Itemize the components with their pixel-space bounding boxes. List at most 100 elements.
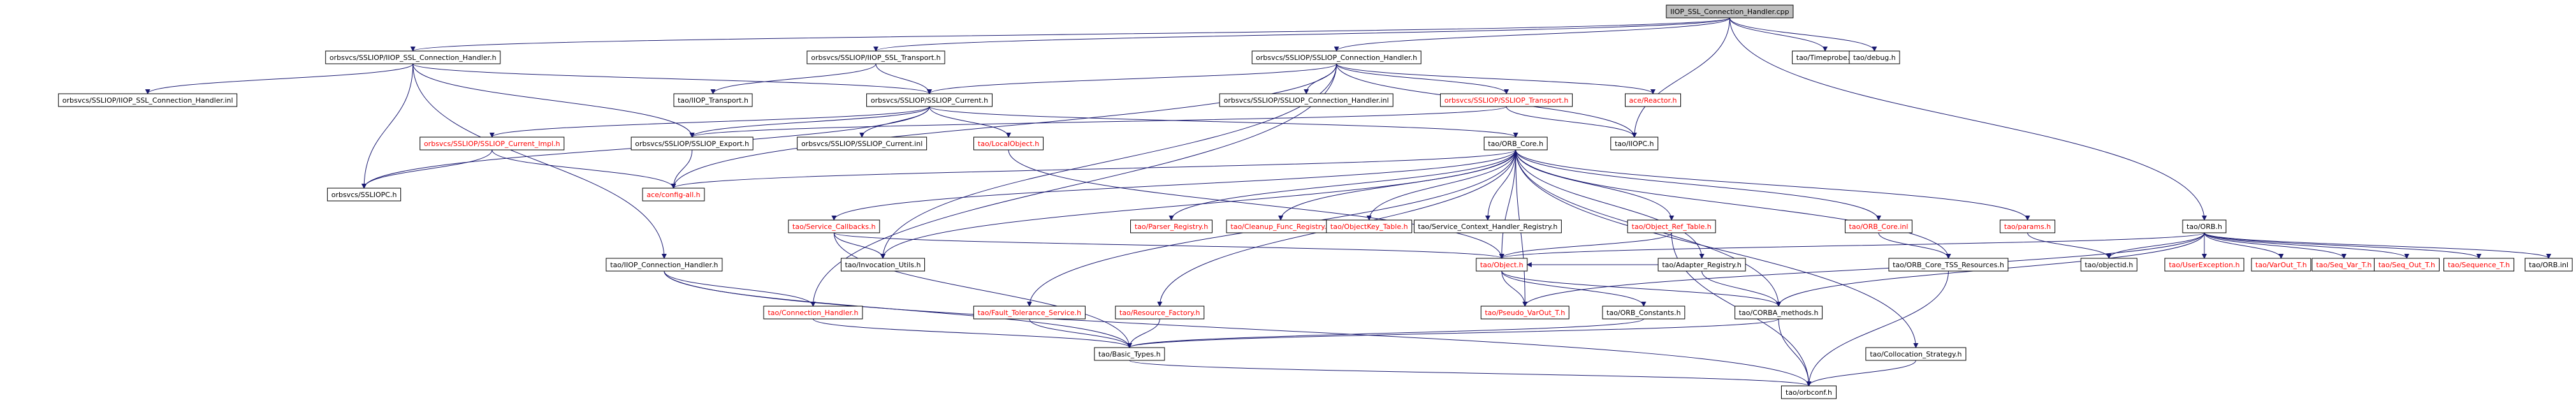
node-invocation-utils[interactable]: tao/Invocation_Utils.h: [840, 258, 925, 272]
node-label: tao/Object.h: [1480, 261, 1524, 269]
node-box: [2182, 219, 2227, 233]
node-iiopc[interactable]: tao/IIOPC.h: [1610, 136, 1659, 151]
node-varout: tao/VarOut_T.h: [2251, 258, 2311, 272]
node-label: tao/Adapter_Registry.h: [1662, 261, 1742, 269]
node-box: [973, 136, 1044, 151]
node-iiop-transport[interactable]: tao/IIOP_Transport.h: [673, 93, 753, 107]
node-orb-core[interactable]: tao/ORB_Core.h: [1483, 136, 1548, 151]
node-orb-h[interactable]: tao/ORB.h: [2182, 219, 2227, 233]
node-box: [2000, 219, 2056, 233]
node-box: [1627, 219, 1716, 233]
node-iiop-ssl-transport[interactable]: orbsvcs/SSLIOP/IIOP_SSL_Transport.h: [806, 50, 945, 64]
edge-orb_core-to-adapter_registry: [1515, 149, 1705, 259]
edge-root-to-timeprobe: [1729, 17, 1828, 52]
node-timeprobe[interactable]: tao/Timeprobe.h: [1792, 50, 1859, 64]
node-box: [325, 50, 501, 64]
edge-root-to-iiopc: [1631, 17, 1730, 138]
node-label: tao/debug.h: [1853, 54, 1896, 62]
node-box: [1666, 4, 1794, 18]
node-label: ace/Reactor.h: [1629, 96, 1677, 105]
node-box: [866, 93, 993, 107]
node-box: [763, 306, 863, 320]
edge-adapter_registry-to-corba_methods: [1701, 270, 1782, 307]
node-orb-core-tss[interactable]: tao/ORB_Core_TSS_Resources.h: [1888, 258, 2009, 272]
edge-object_h-to-corba_methods: [1501, 270, 1781, 307]
edge-ssl_current_h-to-local_object: [929, 106, 1012, 138]
edge-root-to-iiop_ssl_transport: [873, 17, 1730, 52]
node-objectid[interactable]: tao/objectid.h: [2080, 258, 2137, 272]
node-box: [1130, 219, 1213, 233]
node-service-context[interactable]: tao/Service_Context_Handler_Registry.h: [1413, 219, 1562, 233]
node-local-object: tao/LocalObject.h: [973, 136, 1044, 151]
node-label: orbsvcs/SSLIOP/SSLIOP_Current.h: [871, 96, 988, 105]
node-box: [797, 136, 928, 151]
node-current-inl[interactable]: orbsvcs/SSLIOP/SSLIOP_Current.inl: [797, 136, 928, 151]
node-box: [642, 188, 705, 202]
edge-orb_core-to-invocation_utils: [880, 149, 1517, 259]
node-orbconf[interactable]: tao/orbconf.h: [1781, 385, 1837, 399]
edge-ssl_current_h-to-current_inl: [859, 106, 930, 138]
edge-ssl_current_h-to-orb_core: [929, 106, 1518, 138]
node-orb-inl[interactable]: tao/ORB.inl: [2524, 258, 2573, 272]
edge-root-to-iiop_ssl_h: [411, 17, 1730, 52]
node-sslconn-inl[interactable]: orbsvcs/SSLIOP/SSLIOP_Connection_Handler…: [1219, 93, 1394, 107]
node-ssl-transport: orbsvcs/SSLIOP/SSLIOP_Transport.h: [1440, 93, 1573, 107]
edge-orb_core-to-cleanup_func: [1278, 149, 1517, 221]
node-ssl-current-h[interactable]: orbsvcs/SSLIOP/SSLIOP_Current.h: [866, 93, 993, 107]
node-label: tao/IIOPC.h: [1615, 140, 1654, 148]
node-label: tao/Resource_Factory.h: [1119, 309, 1200, 317]
edge-service_callbacks-to-object_h: [833, 232, 1504, 259]
edge-orb_core-to-service_callbacks: [831, 149, 1517, 221]
node-debug[interactable]: tao/debug.h: [1849, 50, 1900, 64]
node-ssl-export[interactable]: orbsvcs/SSLIOP/SSLIOP_Export.h: [630, 136, 753, 151]
node-label: tao/Basic_Types.h: [1098, 350, 1161, 358]
edge-current_impl-to-sslioopc: [361, 149, 493, 189]
node-sslconn-h[interactable]: orbsvcs/SSLIOP/SSLIOP_Connection_Handler…: [1251, 50, 1422, 64]
node-box: [1781, 385, 1837, 399]
edge-sslconn_h-to-reactor: [1336, 63, 1655, 94]
node-fault-tolerance: tao/Fault_Tolerance_Service.h: [973, 306, 1086, 320]
node-label: tao/UserException.h: [2169, 261, 2239, 269]
edge-service_callbacks-to-invocation_utils: [833, 232, 885, 259]
edge-orb_h-to-objectid: [2106, 232, 2205, 259]
edge-connection_handler-to-basic_types: [812, 318, 1132, 348]
node-corba-methods[interactable]: tao/CORBA_methods.h: [1735, 306, 1823, 320]
edge-ssl_current_h-to-current_impl: [490, 106, 930, 138]
node-label: tao/IIOP_Transport.h: [678, 96, 748, 105]
node-sslioopc[interactable]: orbsvcs/SSLIOPC.h: [327, 188, 402, 202]
edge-orb_core-to-collocation: [1515, 149, 1919, 348]
edge-orb_core_inl-to-orb_core_tss: [1878, 232, 1951, 259]
node-collocation[interactable]: tao/Collocation_Strategy.h: [1865, 347, 1967, 361]
node-box: [606, 258, 723, 272]
node-orb-core-inl: tao/ORB_Core.inl: [1845, 219, 1913, 233]
node-cleanup-func: tao/Cleanup_Func_Registry.h: [1226, 219, 1335, 233]
node-label: tao/LocalObject.h: [978, 140, 1039, 148]
node-label: orbsvcs/SSLIOP/SSLIOP_Current.inl: [801, 140, 922, 148]
node-box: [840, 258, 925, 272]
node-box: [2164, 258, 2245, 272]
node-box: [2524, 258, 2573, 272]
node-adapter-registry[interactable]: tao/Adapter_Registry.h: [1657, 258, 1746, 272]
node-connection-handler: tao/Connection_Handler.h: [763, 306, 863, 320]
node-resource-factory: tao/Resource_Factory.h: [1115, 306, 1205, 320]
edge-orb_core-to-orb_core_tss: [1515, 149, 1951, 259]
edge-orb_h-to-varout: [2204, 232, 2284, 259]
node-iiop-ssl-h[interactable]: orbsvcs/SSLIOP/IIOP_SSL_Connection_Handl…: [325, 50, 501, 64]
node-box: [1602, 306, 1685, 320]
node-iiop-ssl-inl[interactable]: orbsvcs/SSLIOP/IIOP_SSL_Connection_Handl…: [58, 93, 238, 107]
node-label: tao/Timeprobe.h: [1796, 54, 1854, 62]
node-label: orbsvcs/SSLIOPC.h: [331, 191, 397, 199]
node-label: IIOP_SSL_Connection_Handler.cpp: [1670, 8, 1789, 16]
node-basic-types[interactable]: tao/Basic_Types.h: [1094, 347, 1165, 361]
node-iiop-conn-h[interactable]: tao/IIOP_Connection_Handler.h: [606, 258, 723, 272]
node-seq-out: tao/Seq_Out_T.h: [2373, 258, 2440, 272]
node-box: [1624, 93, 1681, 107]
node-label: tao/params.h: [2004, 223, 2051, 231]
node-label: tao/ORB_Core.inl: [1849, 223, 1909, 231]
edge-orb_core-to-orb_core_inl: [1515, 149, 1881, 221]
node-box: [1251, 50, 1422, 64]
edge-sslconn_h-to-ssl_transport: [1336, 63, 1509, 94]
edge-basic_types-to-orbconf: [1129, 360, 1812, 387]
node-orb-constants[interactable]: tao/ORB_Constants.h: [1602, 306, 1685, 320]
